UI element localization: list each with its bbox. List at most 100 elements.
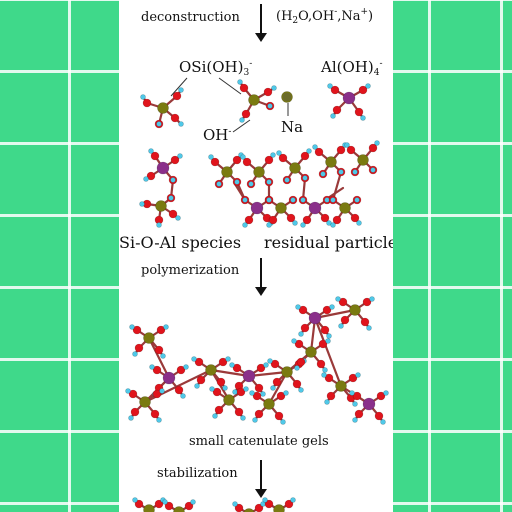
silicon-atom <box>139 396 151 408</box>
arrow-head <box>255 33 267 42</box>
bond <box>267 370 289 406</box>
aluminium-atom <box>308 311 322 325</box>
hydrogen-atom <box>383 390 389 396</box>
hydrogen-atom <box>129 324 135 330</box>
oxygen-atom <box>254 383 264 393</box>
hydrogen-atom <box>326 333 332 339</box>
hydrogen-atom <box>240 415 246 421</box>
hydrogen-atom <box>252 417 258 423</box>
oxygen-atom <box>354 107 364 117</box>
oxygen-atom <box>322 305 332 315</box>
hydrogen-atom <box>292 220 298 226</box>
hydrogen-atom <box>248 181 254 187</box>
hydrogen-atom <box>222 385 228 391</box>
hydrogen-atom <box>132 351 138 357</box>
hydrogen-atom <box>132 497 138 503</box>
oxygen-atom <box>294 339 304 349</box>
sodium-label: Na <box>281 118 304 136</box>
hydrogen-atom <box>356 220 362 226</box>
hydrogen-atom <box>290 197 296 203</box>
oxygen-atom <box>152 365 162 375</box>
hydrogen-atom <box>320 171 326 177</box>
hydrogen-atom <box>267 358 273 364</box>
oxygen-atom <box>134 499 144 509</box>
bond <box>313 316 343 388</box>
oxygen-atom <box>170 155 180 165</box>
silicon-atom <box>357 154 369 166</box>
bond <box>247 370 289 378</box>
oxygen-atom <box>218 357 228 367</box>
silicon-atom <box>339 202 351 214</box>
oxygen-atom <box>264 155 274 165</box>
hydrogen-atom <box>270 385 276 391</box>
oxygen-atom <box>284 499 294 509</box>
oxygen-atom <box>320 213 330 223</box>
silicon-atom <box>157 102 169 114</box>
hydrogen-atom <box>149 364 155 370</box>
hydrogen-atom <box>366 325 372 331</box>
oxygen-atom <box>244 215 254 225</box>
oxygen-atom <box>263 87 273 97</box>
silicon-atom <box>143 332 155 344</box>
hydroxide-label: OH- <box>203 126 232 144</box>
hydrogen-atom <box>312 144 318 150</box>
oxygen-atom <box>358 85 368 95</box>
oxygen-atom <box>272 377 282 387</box>
bond <box>313 308 357 320</box>
hydrogen-atom <box>267 103 273 109</box>
oxygen-atom <box>170 113 180 123</box>
hydrogen-atom <box>237 79 243 85</box>
hydrogen-atom <box>306 148 312 154</box>
silicon-atom <box>248 94 260 106</box>
hydrogen-atom <box>276 150 282 156</box>
al-oh4-label: Al(OH)4- <box>321 58 383 78</box>
hydrogen-atom <box>330 113 336 119</box>
arrow-head <box>255 287 267 296</box>
hydrogen-atom <box>352 417 358 423</box>
oxygen-atom <box>376 391 386 401</box>
oxygen-atom <box>174 385 184 395</box>
oxygen-atom <box>300 323 310 333</box>
hydrogen-atom <box>260 391 266 397</box>
bond <box>209 368 251 378</box>
oxygen-atom <box>332 215 342 225</box>
pointer-line <box>218 77 242 95</box>
silicon-atom <box>243 508 255 512</box>
oxygen-atom <box>150 151 160 161</box>
silicon-atom <box>281 366 293 378</box>
hydrogen-atom <box>163 324 169 330</box>
oxygen-atom <box>134 343 144 353</box>
oxygen-atom <box>150 409 160 419</box>
hydrogen-atom <box>240 154 246 160</box>
silicon-atom <box>289 162 301 174</box>
hydrogen-atom <box>330 222 336 228</box>
hydrogen-atom <box>143 176 149 182</box>
sodium-atom <box>282 92 292 102</box>
hydrogen-atom <box>191 356 197 362</box>
hydrogen-atom <box>271 85 277 91</box>
hydrogen-atom <box>335 296 341 302</box>
oxygen-atom <box>374 411 384 421</box>
oxygen-atom <box>278 153 288 163</box>
oxygen-atom <box>254 503 264 512</box>
oxygen-atom <box>348 373 358 383</box>
hydrogen-atom <box>168 195 174 201</box>
hydrogen-atom <box>284 177 290 183</box>
oxygen-atom <box>214 405 224 415</box>
oxygen-atom <box>184 501 194 511</box>
arrow-head <box>255 489 267 498</box>
silicon-atom <box>275 202 287 214</box>
oxygen-atom <box>354 409 364 419</box>
oxygen-atom <box>234 407 244 417</box>
hydrogen-atom <box>216 181 222 187</box>
hydrogen-atom <box>148 148 154 154</box>
hydrogen-atom <box>352 401 358 407</box>
hydrogen-atom <box>225 356 231 362</box>
oxygen-atom <box>212 387 222 397</box>
hydrogen-atom <box>298 387 304 393</box>
pointer-line <box>232 119 251 133</box>
hydrogen-atom <box>291 338 297 344</box>
hydrogen-atom <box>194 383 200 389</box>
silicon-atom <box>263 398 275 410</box>
hydrogen-atom <box>140 94 146 100</box>
